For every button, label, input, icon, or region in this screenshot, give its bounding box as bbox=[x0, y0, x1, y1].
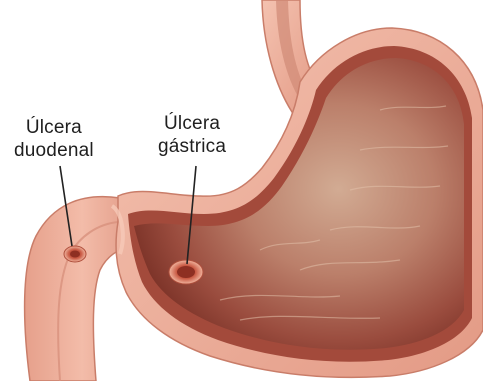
gastric-label-line2: gástrica bbox=[158, 135, 226, 158]
duodenal-ulcer-label: Úlcera duodenal bbox=[14, 116, 94, 162]
gastric-ulcer bbox=[169, 260, 203, 284]
duodenal-ulcer bbox=[64, 246, 86, 262]
gastric-label-line1: Úlcera bbox=[158, 112, 226, 135]
gastric-ulcer-label: Úlcera gástrica bbox=[158, 112, 226, 158]
duodenal-label-line2: duodenal bbox=[14, 139, 94, 162]
duodenal-label-line1: Úlcera bbox=[14, 116, 94, 139]
